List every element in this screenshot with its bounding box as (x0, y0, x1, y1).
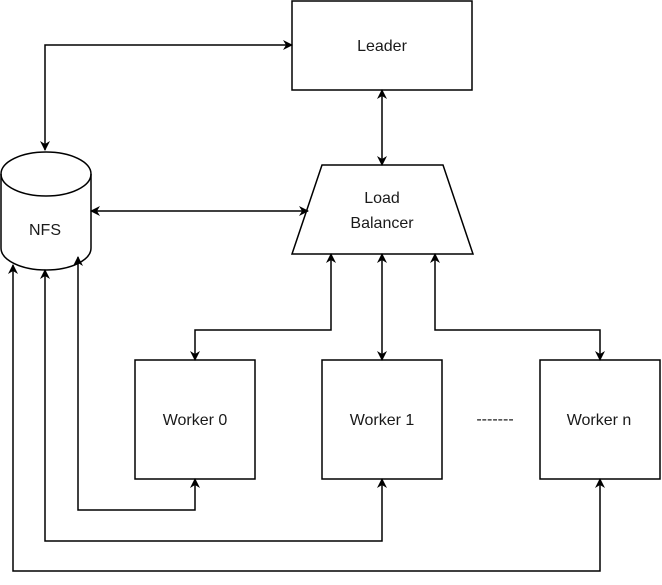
worker-1-label: Worker 1 (350, 412, 415, 429)
edge-loadbalancer-workern (430, 253, 605, 361)
load-balancer-label-line2: Balancer (350, 215, 414, 232)
worker-0-label: Worker 0 (163, 412, 228, 429)
worker-1-node: Worker 1 (321, 359, 443, 480)
load-balancer-label-line1: Load (364, 190, 400, 207)
load-balancer-node: Load Balancer (290, 164, 475, 255)
worker-n-label: Worker n (567, 412, 632, 429)
nfs-label: NFS (29, 222, 61, 239)
worker-n-node: Worker n (539, 359, 661, 480)
edge-loadbalancer-worker0 (190, 253, 336, 361)
edge-nfs-leader (40, 40, 293, 151)
edge-workern-nfs (7, 264, 605, 572)
worker-0-node: Worker 0 (134, 359, 256, 480)
leader-label: Leader (357, 38, 407, 55)
workers-ellipsis: ------- (476, 411, 513, 428)
leader-node: Leader (291, 0, 473, 91)
nfs-node: NFS (0, 151, 92, 271)
